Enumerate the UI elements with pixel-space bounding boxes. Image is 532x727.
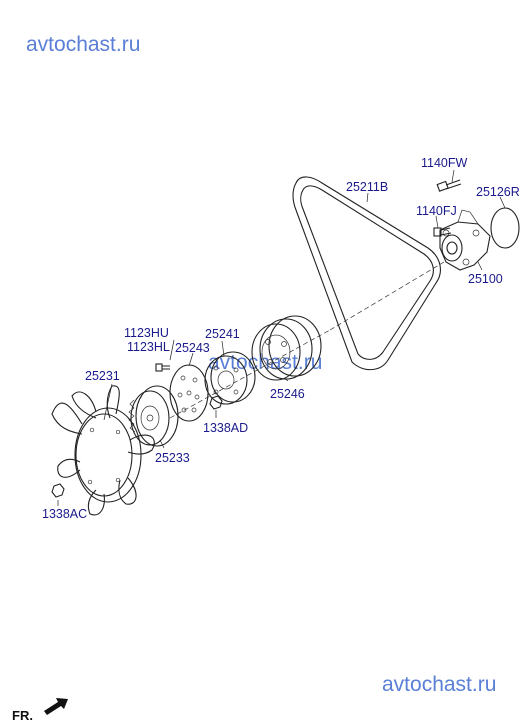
nut-1338ad[interactable]	[209, 395, 223, 410]
bolt-1123hu[interactable]	[155, 363, 170, 372]
fan-clutch[interactable]	[128, 385, 179, 447]
bolt-1140fw[interactable]	[436, 179, 462, 192]
label-1338ad: 1338AD	[203, 421, 248, 435]
fan-spacer[interactable]	[204, 351, 256, 405]
fan-pulley[interactable]	[251, 315, 322, 381]
label-25241: 25241	[205, 327, 240, 341]
water-pump[interactable]	[439, 209, 491, 271]
label-25211b: 25211B	[346, 180, 388, 194]
nut-1338ac[interactable]	[51, 483, 65, 498]
label-1338ac: 1338AC	[42, 507, 87, 521]
cooling-fan[interactable]	[51, 385, 155, 516]
front-label: FR.	[12, 708, 33, 723]
drive-belt[interactable]	[292, 176, 441, 371]
gasket-ring[interactable]	[490, 207, 520, 249]
label-1140fj: 1140FJ	[416, 204, 457, 218]
label-1140fw: 1140FW	[421, 156, 468, 170]
bolt-1140fj[interactable]	[433, 227, 452, 237]
label-25100: 25100	[468, 272, 503, 286]
label-25231: 25231	[85, 369, 120, 383]
label-25233: 25233	[155, 451, 190, 465]
label-25126r: 25126R	[476, 185, 520, 199]
center-axis-line	[169, 329, 331, 419]
arrow-front-icon	[44, 698, 68, 715]
label-1123hl: 1123HL	[127, 340, 170, 354]
leader-lines	[57, 169, 506, 506]
watermark-bottom: avtochast.ru	[382, 673, 496, 696]
fan-coupling-plate[interactable]	[169, 364, 209, 422]
center-axis-line-upper	[329, 261, 445, 331]
label-25246: 25246	[270, 387, 305, 401]
watermark-top: avtochast.ru	[26, 33, 140, 56]
label-25243: 25243	[175, 341, 210, 355]
label-1123hu: 1123HU	[124, 326, 169, 340]
